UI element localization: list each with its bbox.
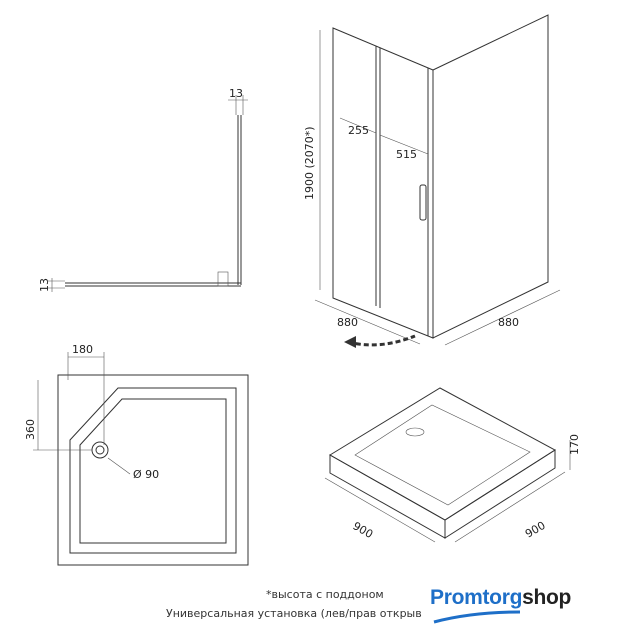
- plan-dim-top: 13: [229, 87, 243, 100]
- enclosure-height: 1900 (2070*): [303, 126, 316, 200]
- tray-drain-diameter: Ø 90: [133, 468, 159, 481]
- tray-dim-y: 360: [24, 419, 37, 440]
- enclosure-view: 1900 (2070*) 255 515 880 880: [303, 14, 561, 348]
- tray-top-view: 180 360 Ø 90: [24, 343, 249, 566]
- enclosure-dim-b: 515: [396, 148, 417, 161]
- plan-view: 13 13: [38, 87, 248, 292]
- tray-height: 170: [568, 434, 581, 455]
- tray-width-left: 900: [351, 519, 376, 541]
- enclosure-depth-right: 880: [498, 316, 519, 329]
- tray-width-right: 900: [523, 519, 548, 541]
- footnote: *высота с поддоном: [266, 588, 384, 601]
- tray-3d-view: 170 900 900: [324, 387, 581, 543]
- logo-swoosh: [433, 610, 521, 624]
- plan-dim-left: 13: [38, 278, 51, 292]
- enclosure-depth-left: 880: [337, 316, 358, 329]
- enclosure-dim-a: 255: [348, 124, 369, 137]
- promtorgshop-logo: Promtorgshop: [430, 586, 571, 624]
- tray-dim-x: 180: [72, 343, 93, 356]
- install-note: Универсальная установка (лев/прав открыв: [166, 607, 422, 620]
